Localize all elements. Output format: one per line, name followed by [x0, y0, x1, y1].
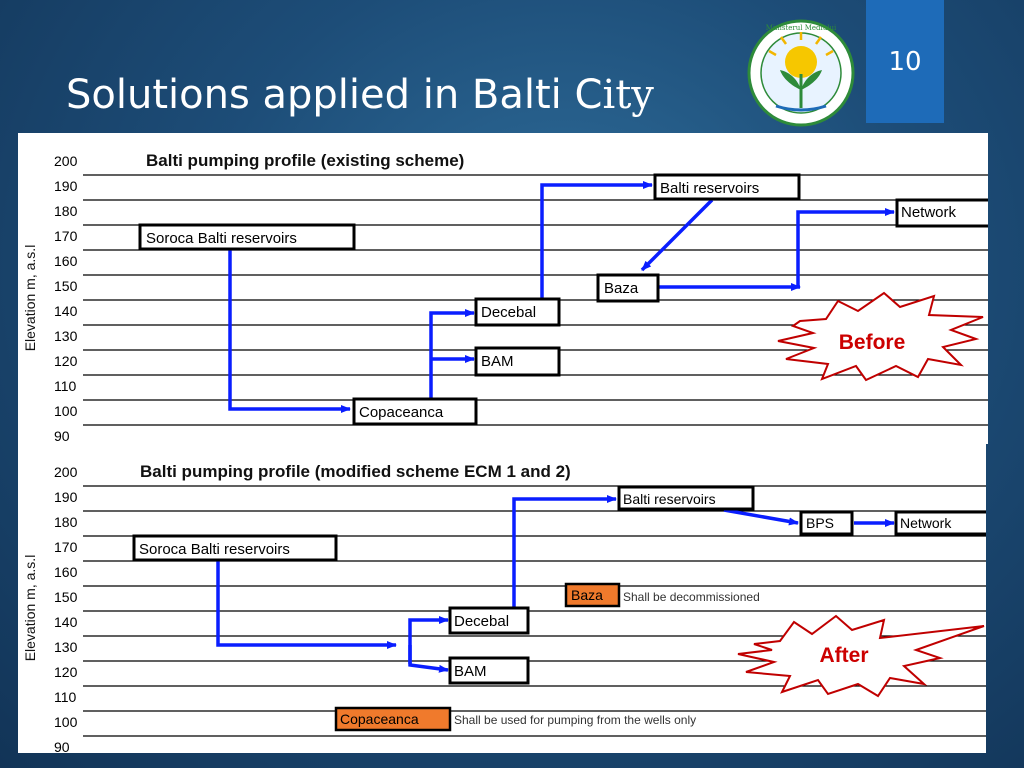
svg-text:Balti reservoirs: Balti reservoirs	[660, 180, 759, 197]
flow-decebal-reservoirs	[512, 495, 617, 608]
diagram-modified-scheme: 200 190 180 170 160 150 140 130 120 110 100 90 Balt…	[18, 444, 986, 753]
y-axis-label: Elevation m, a.s.l	[22, 245, 38, 352]
svg-text:Copaceanca: Copaceanca	[340, 711, 419, 727]
flow-to-decebal	[408, 616, 449, 664]
flow-reservoirs-bps	[723, 508, 799, 526]
svg-text:BPS: BPS	[806, 515, 834, 531]
flow-soroca-junction	[216, 558, 397, 649]
y-tick-label: 190	[54, 489, 78, 505]
node-baza-decommissioned: Baza Shall be decommissioned	[564, 582, 760, 608]
page-number: 10	[866, 0, 944, 123]
y-tick-label: 140	[54, 614, 78, 630]
node-decebal: Decebal	[448, 606, 530, 635]
flow-copaceanca-decebal	[429, 309, 475, 399]
node-soroca: Soroca Balti reservoirs	[138, 223, 356, 251]
node-soroca: Soroca Balti reservoirs	[132, 534, 338, 562]
y-tick-label: 180	[54, 203, 78, 219]
y-tick-label: 180	[54, 514, 78, 530]
copaceanca-note: Shall be used for pumping from the wells…	[454, 713, 696, 727]
svg-text:BAM: BAM	[454, 663, 487, 680]
y-tick-label: 200	[54, 153, 78, 169]
node-baza: Baza	[596, 273, 660, 303]
badge-after: After	[737, 614, 985, 698]
ministry-logo: Ministerul Mediului	[747, 19, 855, 127]
node-copaceanca: Copaceanca	[352, 397, 478, 426]
node-network: Network	[894, 510, 986, 536]
flow-to-network	[796, 208, 895, 287]
svg-text:Baza: Baza	[571, 587, 603, 603]
node-copaceanca-wells-only: Copaceanca Shall be used for pumping fro…	[334, 706, 696, 732]
baza-note: Shall be decommissioned	[623, 590, 760, 604]
y-tick-label: 190	[54, 178, 78, 194]
node-bam: BAM	[474, 346, 561, 377]
svg-text:Copaceanca: Copaceanca	[359, 404, 444, 421]
svg-text:Before: Before	[839, 331, 906, 354]
flow-to-bam	[408, 645, 449, 673]
y-tick-label: 90	[54, 739, 70, 753]
y-tick-label: 90	[54, 428, 70, 444]
y-tick-label: 160	[54, 564, 78, 580]
y-tick-label: 130	[54, 328, 78, 344]
svg-text:Network: Network	[901, 204, 957, 221]
svg-text:Decebal: Decebal	[481, 304, 536, 321]
node-balti-reservoirs: Balti reservoirs	[617, 485, 755, 511]
y-tick-label: 200	[54, 464, 78, 480]
y-tick-label: 110	[54, 378, 77, 394]
y-tick-label: 120	[54, 664, 78, 680]
node-decebal: Decebal	[474, 297, 561, 327]
svg-text:Network: Network	[900, 515, 952, 531]
node-bam: BAM	[448, 656, 530, 685]
logo-lettering: Ministerul Mediului	[766, 24, 837, 32]
y-tick-label: 160	[54, 253, 78, 269]
node-balti-reservoirs: Balti reservoirs	[653, 173, 801, 201]
y-tick-label: 140	[54, 303, 78, 319]
svg-text:Decebal: Decebal	[454, 613, 509, 630]
y-tick-label: 150	[54, 589, 78, 605]
badge-before: Before	[777, 291, 984, 382]
y-tick-label: 100	[54, 714, 78, 730]
y-tick-label: 150	[54, 278, 78, 294]
flow-reservoirs-baza	[640, 198, 714, 272]
y-tick-label: 170	[54, 228, 78, 244]
node-bps: BPS	[799, 510, 854, 536]
svg-text:Baza: Baza	[604, 280, 639, 297]
flow-decebal-reservoirs	[540, 181, 653, 299]
y-tick-label: 170	[54, 539, 78, 555]
y-tick-label: 100	[54, 403, 78, 419]
slide-title: Solutions applied in Balti City	[66, 72, 654, 118]
y-tick-label: 130	[54, 639, 78, 655]
y-tick-label: 120	[54, 353, 78, 369]
diagram-existing-scheme: 200 190 180 170 160 150 140 130 120 110 100 90 Balt…	[18, 133, 988, 444]
diagram-title: Balti pumping profile (modified scheme E…	[140, 462, 571, 481]
y-axis-label: Elevation m, a.s.l	[22, 555, 38, 662]
svg-text:After: After	[819, 644, 868, 667]
svg-text:Soroca Balti reservoirs: Soroca Balti reservoirs	[139, 541, 290, 558]
flow-soroca-copaceanca	[228, 237, 351, 413]
svg-text:BAM: BAM	[481, 353, 514, 370]
svg-text:Balti reservoirs: Balti reservoirs	[623, 491, 716, 507]
y-tick-label: 110	[54, 689, 77, 705]
diagram-title: Balti pumping profile (existing scheme)	[146, 151, 464, 170]
node-network: Network	[895, 198, 988, 228]
svg-text:Soroca Balti reservoirs: Soroca Balti reservoirs	[146, 230, 297, 247]
